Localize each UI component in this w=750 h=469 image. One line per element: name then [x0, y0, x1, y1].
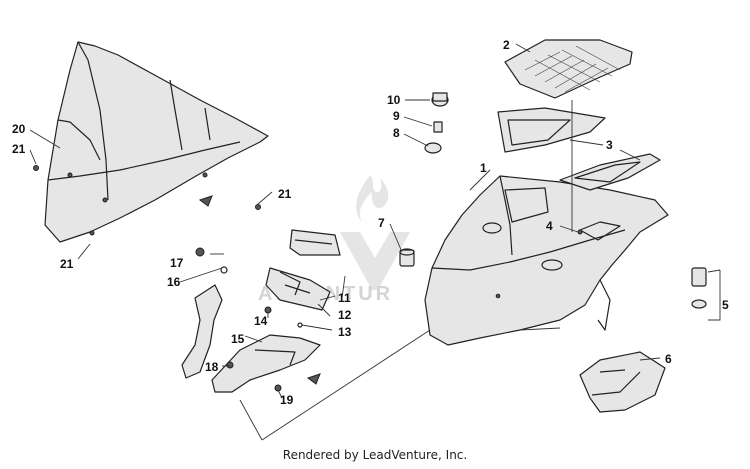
- callout-9: 9: [393, 109, 400, 123]
- trim-panel-part: [497, 107, 661, 191]
- callout-21-bottom: 21: [60, 257, 74, 271]
- callout-1: 1: [480, 161, 487, 175]
- screw-icon: [255, 204, 261, 210]
- callout-7: 7: [378, 216, 385, 230]
- callout-21-top: 21: [12, 142, 26, 156]
- light-part: [399, 248, 415, 267]
- callout-13: 13: [338, 325, 352, 339]
- storage-net-part: [504, 39, 633, 99]
- callout-12: 12: [338, 308, 352, 322]
- callout-14: 14: [254, 314, 268, 328]
- leader-lines: [29, 43, 721, 441]
- gauge-part: [265, 229, 341, 311]
- callout-10: 10: [387, 93, 401, 107]
- callout-16: 16: [167, 275, 181, 289]
- ignition-switch-part: [424, 92, 449, 154]
- lower-panel-part: [579, 351, 666, 413]
- callout-5: 5: [722, 298, 729, 312]
- callout-6: 6: [665, 352, 672, 366]
- hood-part: [424, 175, 669, 346]
- watermark-logo: [340, 175, 410, 290]
- callout-4: 4: [546, 219, 553, 233]
- callout-21-right: 21: [278, 187, 292, 201]
- callout-18: 18: [205, 360, 219, 374]
- callout-11: 11: [338, 291, 351, 305]
- callout-15: 15: [231, 332, 245, 346]
- arrow-icon: [198, 195, 213, 207]
- callout-8: 8: [393, 126, 400, 140]
- caption: Rendered by LeadVenture, Inc.: [282, 448, 468, 462]
- connector-part: [691, 267, 707, 309]
- screw-icon: [577, 229, 583, 235]
- windshield-part: [44, 41, 269, 243]
- screw-icon: [33, 165, 39, 171]
- arrow-icon: [306, 373, 321, 385]
- callout-17: 17: [170, 256, 184, 270]
- washer-icon: [297, 322, 303, 328]
- callout-19: 19: [280, 393, 294, 407]
- callout-3: 3: [606, 138, 613, 152]
- callout-2: 2: [503, 38, 510, 52]
- bracket-part: [181, 247, 321, 393]
- callout-20: 20: [12, 122, 26, 136]
